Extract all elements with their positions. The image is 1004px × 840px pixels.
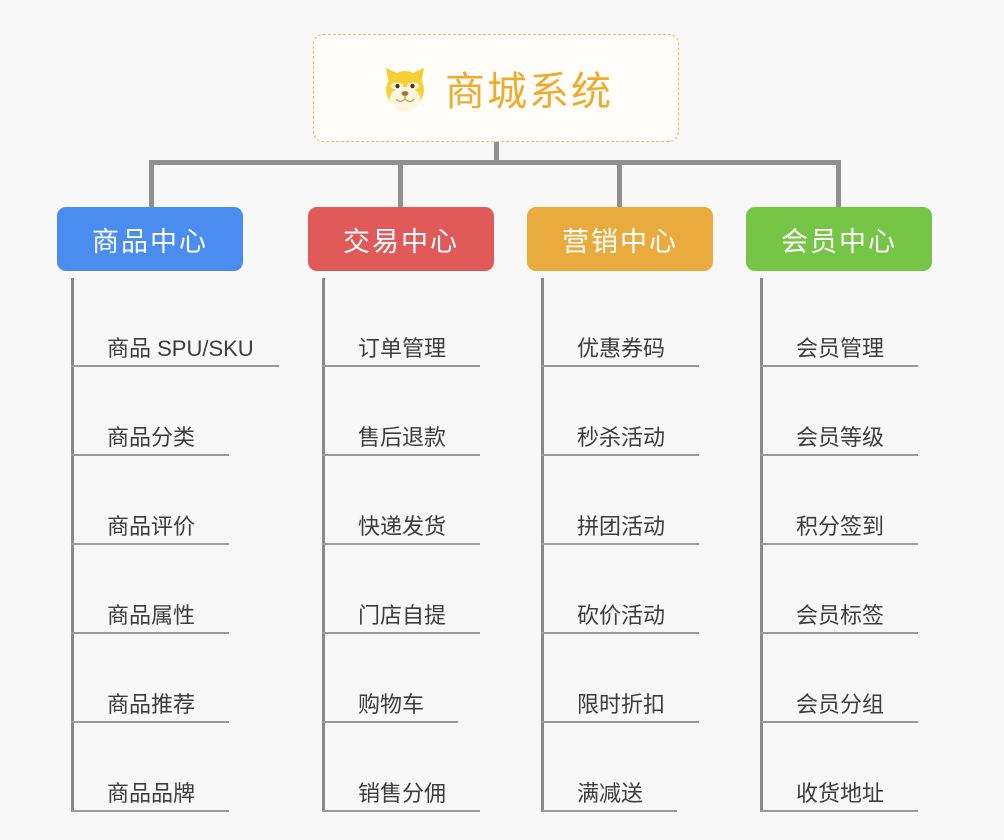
category-box-trade-center[interactable]: 交易中心	[308, 207, 494, 271]
category-box-product-center[interactable]: 商品中心	[57, 207, 243, 271]
connector-drop-trade	[398, 160, 403, 207]
leaf-item[interactable]: 会员标签	[760, 545, 918, 634]
connector-trunk-product	[71, 278, 74, 812]
leaf-underline	[71, 810, 229, 812]
root-title: 商城系统	[445, 70, 613, 114]
category-label: 交易中心	[343, 226, 459, 257]
leaf-item-label: 商品 SPU/SKU	[107, 336, 254, 361]
leaf-item[interactable]: 销售分佣	[322, 723, 480, 812]
leaf-item-label: 购物车	[358, 692, 425, 717]
leaf-item[interactable]: 满减送	[541, 723, 677, 812]
leaf-item-label: 门店自提	[358, 603, 447, 628]
leaf-item-label: 售后退款	[358, 425, 447, 450]
leaf-item[interactable]: 商品属性	[71, 545, 229, 634]
leaf-item-label: 商品品牌	[107, 781, 196, 806]
leaf-item-label: 商品评价	[107, 514, 196, 539]
leaf-item[interactable]: 商品 SPU/SKU	[71, 278, 279, 367]
leaf-underline	[71, 543, 229, 545]
leaf-underline	[541, 365, 699, 367]
leaf-underline	[322, 721, 458, 723]
leaf-underline	[760, 632, 918, 634]
leaf-underline	[322, 365, 480, 367]
leaf-underline	[322, 543, 480, 545]
leaf-underline	[760, 365, 918, 367]
leaf-item[interactable]: 商品评价	[71, 456, 229, 545]
leaf-item[interactable]: 售后退款	[322, 367, 480, 456]
leaf-item-label: 会员标签	[796, 603, 885, 628]
leaf-item[interactable]: 订单管理	[322, 278, 480, 367]
connector-trunk-marketing	[541, 278, 544, 812]
connector-horizontal-bus	[149, 160, 841, 165]
leaf-underline	[760, 810, 918, 812]
category-box-marketing-center[interactable]: 营销中心	[527, 207, 713, 271]
leaf-underline	[71, 632, 229, 634]
connector-drop-member	[836, 160, 841, 207]
leaf-item[interactable]: 收货地址	[760, 723, 918, 812]
leaf-underline	[71, 365, 279, 367]
connector-drop-product	[149, 160, 154, 207]
leaf-item-label: 会员管理	[796, 336, 885, 361]
connector-drop-marketing	[617, 160, 622, 207]
leaf-underline	[541, 810, 677, 812]
leaf-item-label: 积分签到	[796, 514, 885, 539]
leaf-underline	[541, 721, 699, 723]
leaf-underline	[760, 543, 918, 545]
leaf-item-label: 商品推荐	[107, 692, 196, 717]
leaf-underline	[322, 810, 480, 812]
leaf-underline	[71, 721, 229, 723]
connector-root-stem	[494, 142, 499, 164]
leaf-item-label: 会员分组	[796, 692, 885, 717]
leaf-item-label: 秒杀活动	[577, 425, 666, 450]
category-label: 商品中心	[92, 226, 208, 257]
category-box-member-center[interactable]: 会员中心	[746, 207, 932, 271]
leaf-underline	[322, 454, 480, 456]
leaf-item-label: 拼团活动	[577, 514, 666, 539]
leaf-underline	[322, 632, 480, 634]
category-label: 会员中心	[781, 226, 897, 257]
leaf-item[interactable]: 会员管理	[760, 278, 918, 367]
category-label: 营销中心	[562, 226, 678, 257]
leaf-item[interactable]: 秒杀活动	[541, 367, 699, 456]
leaf-underline	[541, 454, 699, 456]
leaf-item[interactable]: 会员分组	[760, 634, 918, 723]
leaf-item[interactable]: 优惠券码	[541, 278, 699, 367]
connector-trunk-member	[760, 278, 763, 812]
leaf-item[interactable]: 商品推荐	[71, 634, 229, 723]
leaf-item-label: 快递发货	[358, 514, 447, 539]
leaf-item-label: 限时折扣	[577, 692, 666, 717]
leaf-item[interactable]: 积分签到	[760, 456, 918, 545]
leaf-item-label: 商品分类	[107, 425, 196, 450]
leaf-item[interactable]: 限时折扣	[541, 634, 699, 723]
leaf-underline	[541, 543, 699, 545]
leaf-item[interactable]: 快递发货	[322, 456, 480, 545]
leaf-item[interactable]: 拼团活动	[541, 456, 699, 545]
leaf-item[interactable]: 砍价活动	[541, 545, 699, 634]
leaf-item[interactable]: 门店自提	[322, 545, 480, 634]
leaf-item[interactable]: 会员等级	[760, 367, 918, 456]
leaf-item-label: 收货地址	[796, 781, 885, 806]
leaf-underline	[541, 632, 699, 634]
leaf-item-label: 砍价活动	[577, 603, 666, 628]
leaf-item-label: 满减送	[577, 781, 644, 806]
root-node[interactable]: 商城系统	[313, 34, 679, 142]
leaf-item[interactable]: 商品品牌	[71, 723, 229, 812]
leaf-item-label: 销售分佣	[358, 781, 447, 806]
leaf-item[interactable]: 购物车	[322, 634, 458, 723]
leaf-item-label: 商品属性	[107, 603, 196, 628]
leaf-underline	[71, 454, 229, 456]
dog-face-icon	[379, 62, 431, 114]
connector-trunk-trade	[322, 278, 325, 812]
leaf-item-label: 优惠券码	[577, 336, 666, 361]
leaf-underline	[760, 721, 918, 723]
leaf-item-label: 订单管理	[358, 336, 447, 361]
leaf-underline	[760, 454, 918, 456]
leaf-item-label: 会员等级	[796, 425, 885, 450]
leaf-item[interactable]: 商品分类	[71, 367, 229, 456]
